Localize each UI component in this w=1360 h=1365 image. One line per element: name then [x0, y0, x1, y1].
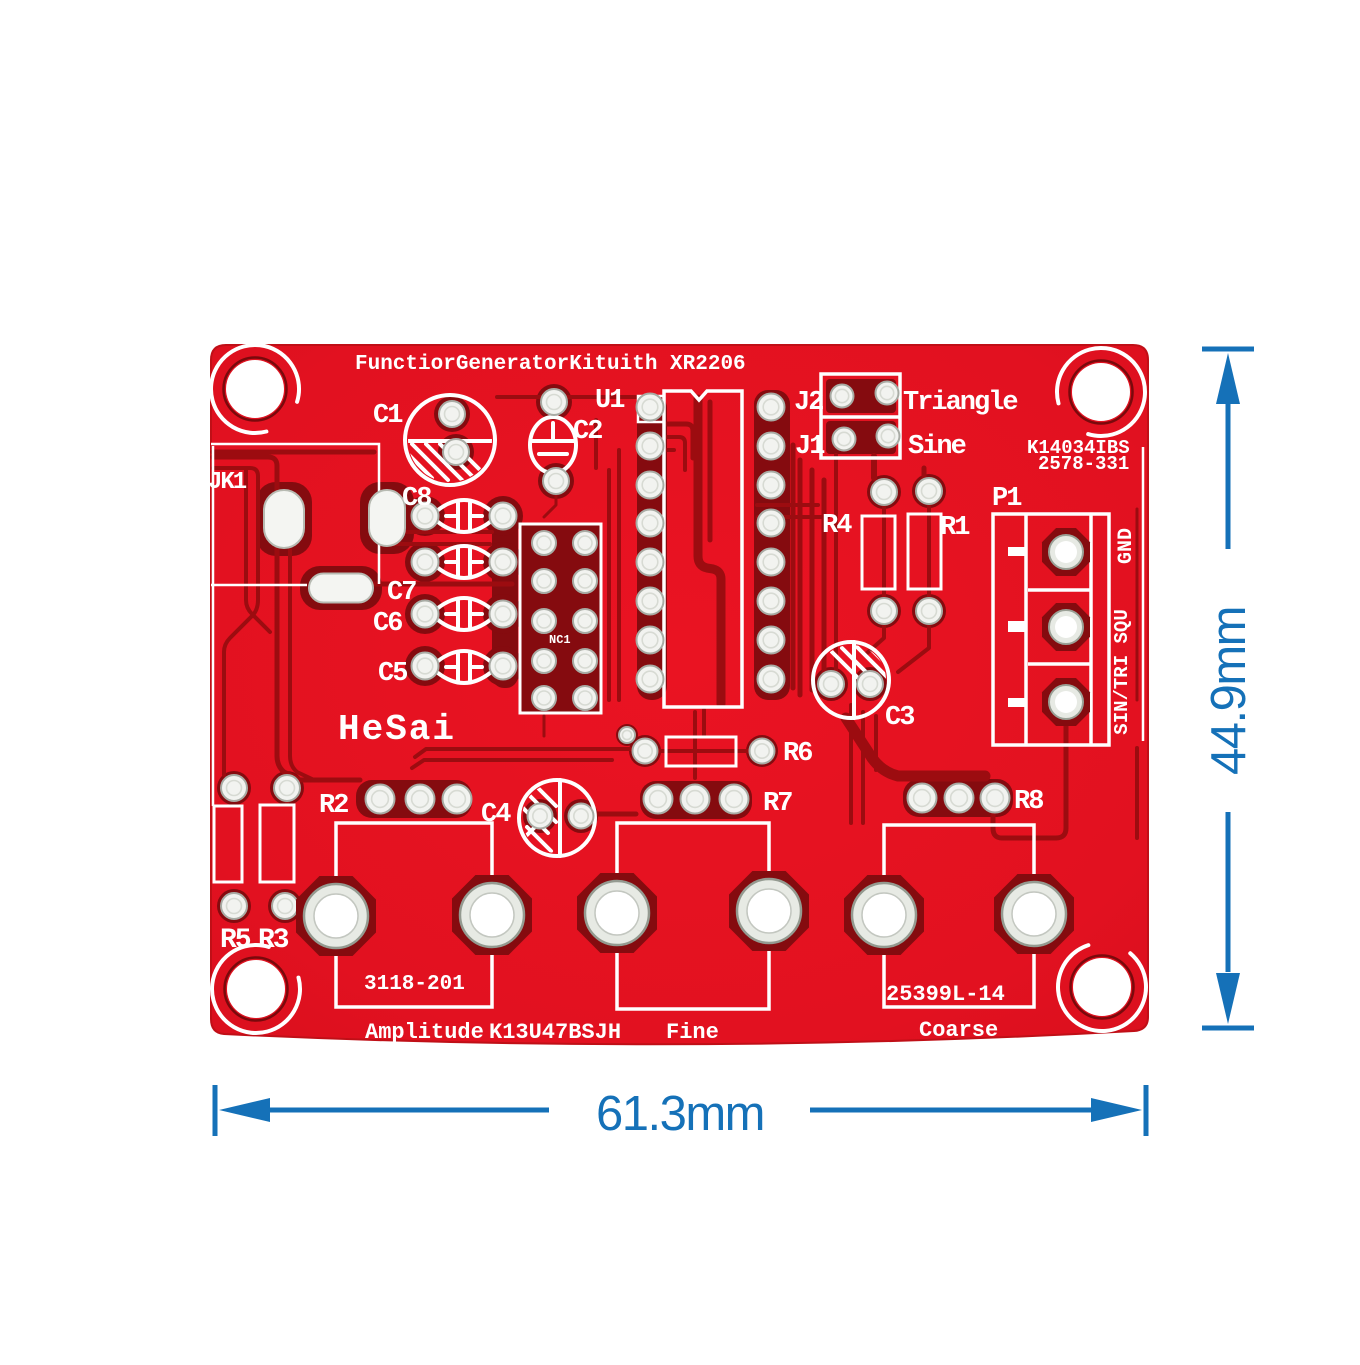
svg-text:GND: GND [1115, 528, 1138, 564]
svg-text:R3: R3 [258, 925, 289, 956]
svg-text:C6: C6 [373, 609, 402, 639]
svg-text:Triangle: Triangle [903, 388, 1017, 418]
svg-text:61.3mm: 61.3mm [596, 1087, 764, 1141]
svg-text:Coarse: Coarse [919, 1018, 998, 1043]
svg-text:C4: C4 [481, 800, 511, 830]
svg-text:R1: R1 [940, 513, 970, 543]
svg-text:R5: R5 [220, 925, 251, 956]
svg-text:SIN/TRI SQU: SIN/TRI SQU [1111, 609, 1133, 734]
svg-text:Amplitude: Amplitude [365, 1020, 484, 1045]
svg-text:Sine: Sine [908, 432, 966, 462]
svg-text:J1: J1 [795, 432, 825, 462]
svg-text:P1: P1 [992, 484, 1022, 514]
svg-text:JK1: JK1 [208, 469, 247, 496]
svg-text:K13U47BSJH: K13U47BSJH [489, 1020, 621, 1045]
svg-text:R2: R2 [319, 791, 348, 821]
svg-text:R4: R4 [822, 511, 852, 541]
svg-text:R8: R8 [1014, 787, 1043, 817]
svg-text:R6: R6 [783, 739, 812, 769]
svg-text:FunctiorGeneratorKituith XR220: FunctiorGeneratorKituith XR2206 [355, 353, 746, 376]
svg-text:R7: R7 [763, 789, 792, 819]
svg-text:44.9mm: 44.9mm [1202, 607, 1256, 775]
svg-text:25399L-14: 25399L-14 [886, 982, 1005, 1007]
svg-text:U1: U1 [595, 386, 625, 416]
svg-text:Fine: Fine [666, 1020, 719, 1045]
svg-text:C2: C2 [573, 417, 602, 447]
svg-text:2578-331: 2578-331 [1038, 453, 1129, 475]
svg-text:C5: C5 [378, 659, 407, 689]
svg-text:C7: C7 [387, 578, 416, 608]
svg-text:HeSai: HeSai [338, 709, 456, 750]
svg-text:C3: C3 [885, 703, 914, 733]
svg-text:NC1: NC1 [549, 633, 571, 647]
svg-text:K14034IBS: K14034IBS [1027, 437, 1130, 459]
svg-text:C8: C8 [402, 484, 431, 514]
svg-text:C1: C1 [373, 401, 403, 431]
svg-text:3118-201: 3118-201 [364, 973, 465, 996]
svg-text:J2: J2 [794, 388, 823, 418]
